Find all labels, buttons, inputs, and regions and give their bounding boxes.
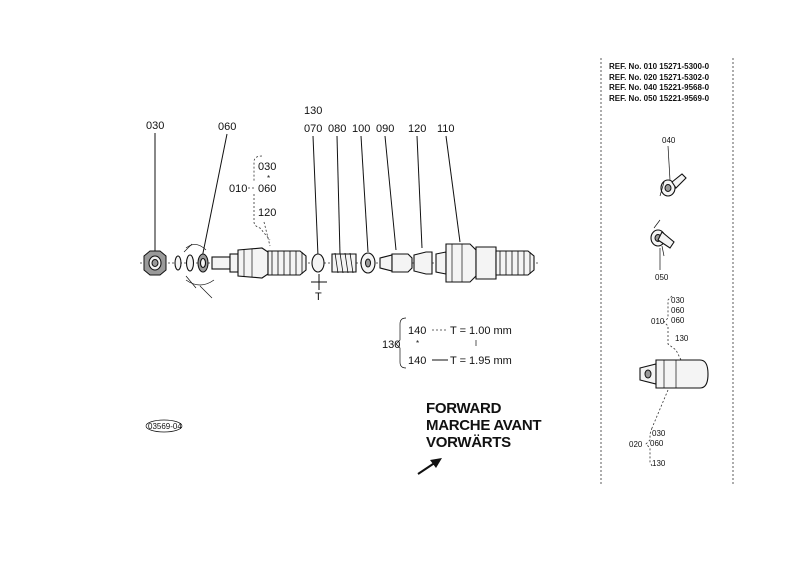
label-130: 130	[304, 105, 322, 117]
leader-060	[201, 133, 228, 259]
shim-bracket	[395, 317, 407, 369]
side-leader-020	[651, 389, 669, 429]
ref-line: REF. No. 010 15271-5300-0	[609, 62, 710, 71]
stamp-oval	[145, 419, 183, 433]
part-050-fitting	[650, 219, 675, 257]
part-080-spring	[331, 252, 357, 274]
shim-a-text: T = 1.00 mm	[450, 325, 512, 337]
part-060-washer	[174, 243, 215, 299]
part-070-shim	[311, 253, 325, 273]
shim-b-text: T = 1.95 mm	[450, 355, 512, 367]
leader-080	[336, 135, 341, 255]
side-leader-040	[667, 145, 671, 181]
label-070: 070	[304, 123, 322, 135]
side-g010-b: 060	[671, 306, 685, 315]
ref-line: REF. No. 020 15271-5302-0	[609, 72, 710, 82]
t-marker-label: T	[315, 291, 322, 303]
side-g020-b: 060	[650, 439, 664, 448]
side-g010-c: 060	[671, 316, 685, 325]
part-090-pin	[379, 253, 413, 273]
label-110: 110	[437, 123, 455, 135]
direction-line-en: FORWARD	[426, 400, 502, 417]
part-030-nut	[143, 250, 167, 276]
side-g010-bracket	[663, 295, 683, 363]
shim-a-code: 140	[408, 325, 426, 337]
kit-bracket	[248, 155, 271, 241]
side-g020-root: 020	[629, 440, 643, 449]
ref-line: REF. No. 040 15221-9568-0	[609, 83, 710, 92]
part-110-nozzle-nut	[435, 243, 535, 283]
side-g020-c: 130	[652, 459, 666, 468]
direction-line-fr: MARCHE AVANT	[426, 417, 542, 434]
reference-number-list: REF. No. 010 15271-5300-0 REF. No. 020 1…	[609, 62, 739, 104]
kit-label-030: 030	[258, 161, 276, 173]
part-side-nozzle-holder	[639, 359, 709, 389]
leader-110	[445, 135, 461, 243]
side-label-050: 050	[655, 273, 669, 282]
shim-label-130: 130	[382, 339, 400, 351]
part-100-spacer	[360, 252, 376, 274]
leader-100	[360, 135, 369, 253]
leader-090	[384, 135, 397, 251]
side-g010-root: 010	[651, 317, 665, 326]
kit-label-060: 060	[258, 183, 276, 195]
shim-dot-a: *	[416, 339, 419, 348]
kit-label-010: 010	[229, 183, 247, 195]
kit-label-120: 120	[258, 207, 276, 219]
label-090: 090	[376, 123, 394, 135]
leader-120	[416, 135, 423, 249]
label-120: 120	[408, 123, 426, 135]
label-100: 100	[352, 123, 370, 135]
forward-arrow-icon	[417, 458, 442, 475]
shim-b-code: 140	[408, 355, 426, 367]
label-060: 060	[218, 121, 236, 133]
part-120-spacer	[413, 251, 433, 275]
side-g010-a: 030	[671, 296, 685, 305]
side-g020-bracket	[645, 427, 653, 467]
side-g020-a: 030	[652, 429, 666, 438]
stamp-text: 03569-04	[148, 422, 182, 431]
ref-line: REF. No. 050 15221-9569-0	[609, 93, 710, 103]
label-080: 080	[328, 123, 346, 135]
leader-070	[312, 135, 319, 257]
kit-dot: *	[267, 174, 270, 183]
direction-label: FORWARD MARCHE AVANT VORWÄRTS	[426, 400, 576, 451]
part-040-fitting	[659, 173, 687, 197]
direction-line-de: VORWÄRTS	[426, 434, 511, 451]
part-nozzle-holder	[211, 247, 307, 279]
side-g010-d: 130	[675, 334, 689, 343]
kit-leader	[263, 221, 271, 247]
side-label-040: 040	[662, 136, 676, 145]
label-030: 030	[146, 120, 164, 132]
